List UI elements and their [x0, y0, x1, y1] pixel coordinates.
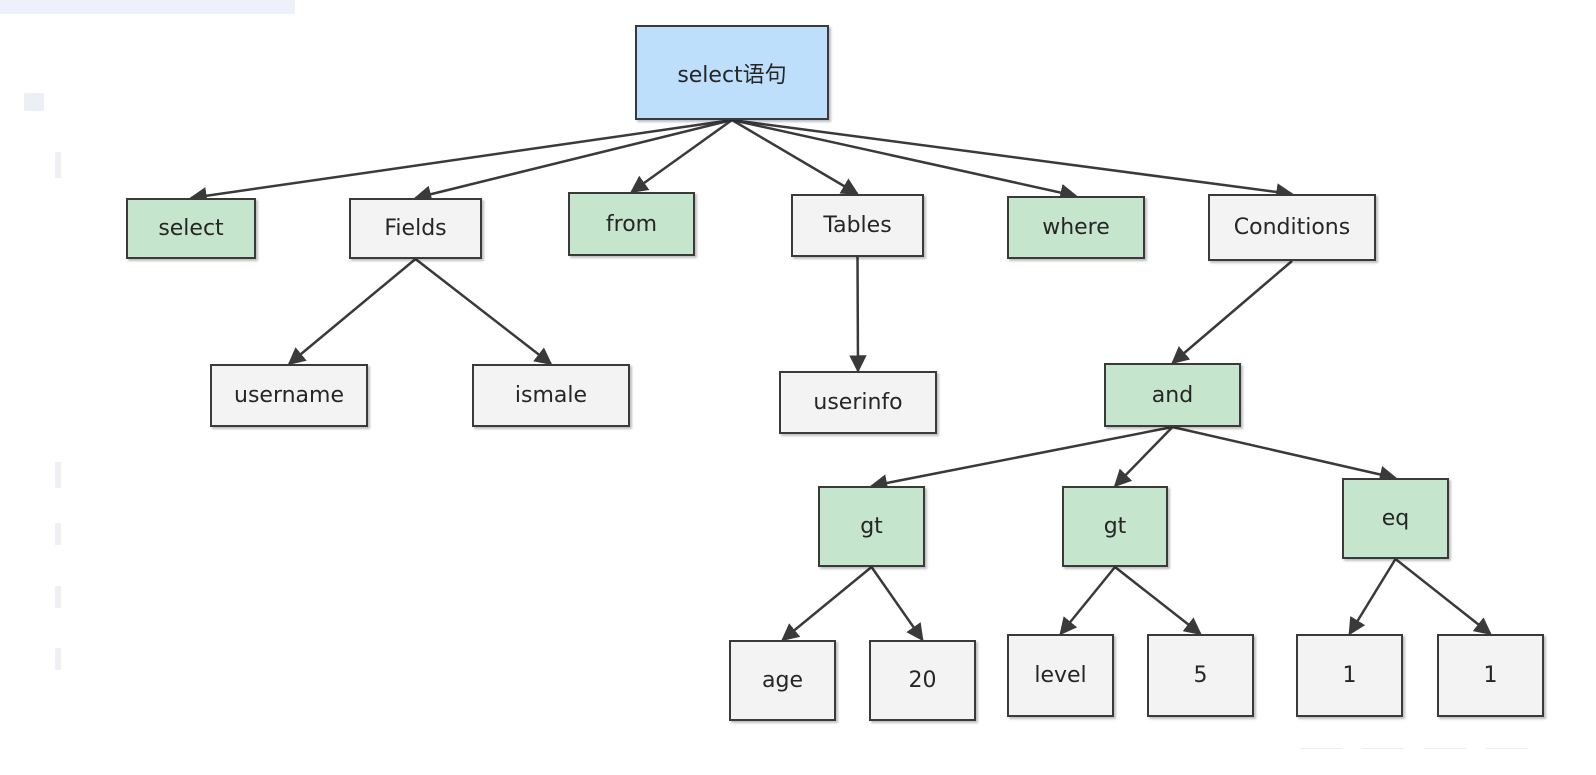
edge-and-to-eq [1172, 425, 1398, 484]
background-pagination [1486, 748, 1528, 755]
edge-root-to-tables [731, 118, 860, 196]
edge-gt2-to-v5 [1114, 566, 1202, 636]
node-where-keyword: where [1007, 196, 1145, 259]
edge-eq-to-one-a [1348, 558, 1397, 636]
node-username: username [210, 364, 368, 427]
edge-fields-to-ismale [414, 258, 553, 366]
node-userinfo: userinfo [779, 371, 937, 434]
node-conditions: Conditions [1208, 194, 1376, 261]
node-fields: Fields [349, 198, 482, 259]
node-value-5: 5 [1147, 634, 1254, 717]
edge-root-to-kw-where [731, 118, 1078, 202]
edge-tables-to-userinfo [849, 256, 867, 373]
node-and: and [1104, 363, 1241, 427]
node-level: level [1007, 634, 1114, 717]
edge-eq-to-one-b [1394, 558, 1492, 636]
background-divider [55, 523, 61, 545]
edge-conditions-to-and [1171, 260, 1293, 365]
background-pagination [1362, 748, 1404, 755]
background-pagination [1424, 748, 1466, 755]
edge-fields-to-username [287, 258, 417, 366]
edge-root-to-kw-from [630, 118, 733, 194]
background-divider [55, 648, 61, 670]
node-select-statement: select语句 [635, 25, 829, 120]
edge-root-to-conditions [731, 118, 1294, 201]
edge-and-to-gt1 [869, 425, 1173, 492]
background-divider [55, 586, 61, 608]
node-eq: eq [1342, 478, 1449, 559]
node-value-20: 20 [869, 640, 976, 721]
edge-and-to-gt2 [1113, 426, 1174, 488]
edge-gt1-to-age [781, 566, 873, 642]
background-divider [55, 152, 61, 178]
node-from-keyword: from [568, 192, 695, 256]
node-ismale: ismale [472, 364, 630, 427]
node-value-1-left: 1 [1296, 634, 1403, 717]
edge-gt1-to-v20 [870, 566, 924, 642]
node-age: age [729, 640, 836, 721]
background-divider [55, 462, 61, 488]
edge-root-to-fields [413, 118, 733, 203]
node-tables: Tables [791, 194, 924, 257]
edge-root-to-kw-select [189, 118, 733, 205]
folder-icon [24, 93, 44, 111]
edge-gt2-to-level [1059, 566, 1116, 636]
node-gt-age: gt [818, 486, 925, 567]
node-gt-level: gt [1062, 486, 1168, 567]
background-pagination [1300, 748, 1342, 755]
background-tab-strip [0, 0, 295, 14]
node-value-1-right: 1 [1437, 634, 1544, 717]
node-select-keyword: select [126, 198, 256, 259]
